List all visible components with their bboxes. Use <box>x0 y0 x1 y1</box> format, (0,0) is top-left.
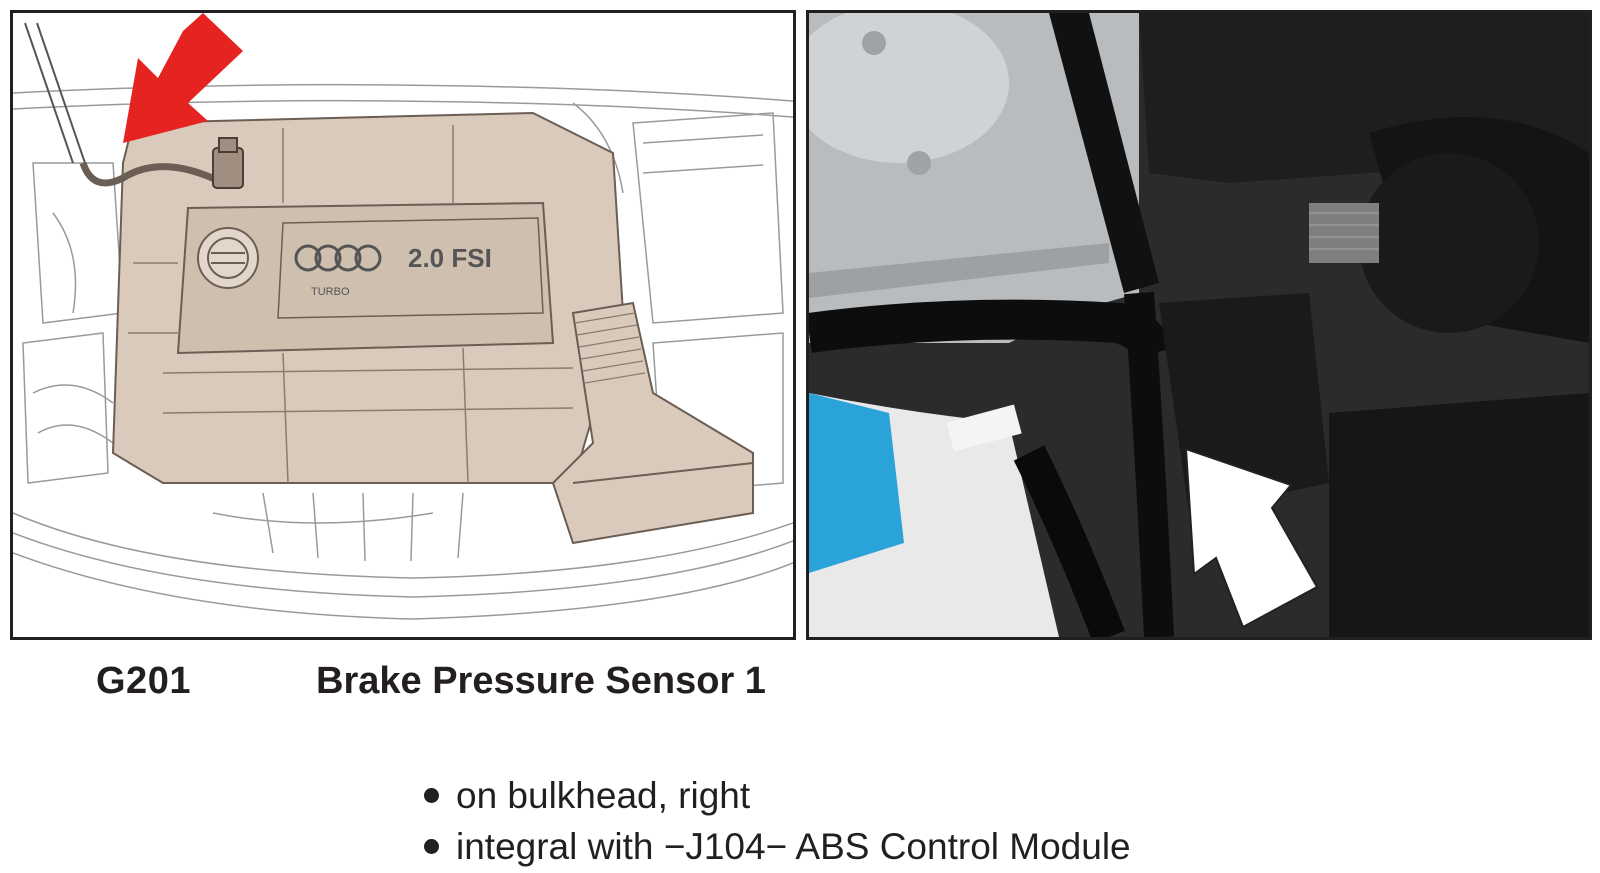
note-text: on bulkhead, right <box>456 775 751 816</box>
oil-cap <box>197 227 259 289</box>
sensor-connector <box>79 137 244 189</box>
hood-strut <box>24 22 86 164</box>
four-rings-logo <box>294 244 382 272</box>
engine-bay-photo-drawing <box>809 13 1589 637</box>
turbo-badge-text: TURBO <box>311 286 350 298</box>
engine-logo-text: 2.0 FSI <box>408 243 492 273</box>
component-name: Brake Pressure Sensor 1 <box>316 660 766 702</box>
intake-duct <box>551 301 754 545</box>
location-notes: on bulkhead, right integral with −J104− … <box>424 770 1131 872</box>
location-arrow-icon <box>1184 447 1319 629</box>
component-code: G201 <box>96 660 191 702</box>
engine-bay-drawing: 2.0 FSI TURBO <box>13 13 793 620</box>
note-item: on bulkhead, right <box>424 770 1131 821</box>
blue-cap <box>809 393 904 573</box>
hood-strut-photo <box>1049 13 1159 293</box>
engine-cover: 2.0 FSI TURBO <box>111 111 625 484</box>
bullet-icon <box>424 788 439 803</box>
bullet-icon <box>424 839 439 854</box>
engine-bay-photo <box>806 10 1592 640</box>
note-item: integral with −J104− ABS Control Module <box>424 821 1131 872</box>
note-text: integral with −J104− ABS Control Module <box>456 826 1131 867</box>
location-arrow-icon <box>123 13 243 143</box>
engine-bay-illustration: 2.0 FSI TURBO <box>10 10 796 640</box>
